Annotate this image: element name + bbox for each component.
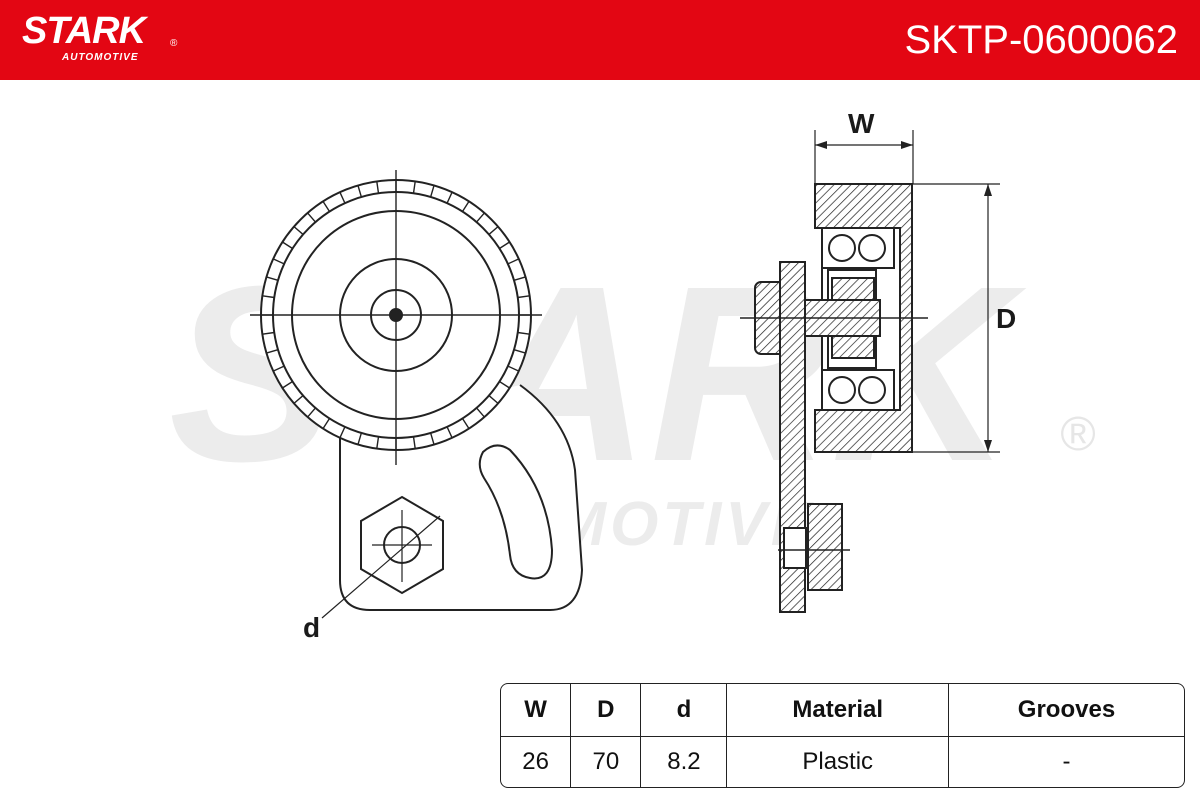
pulley-rib-mark (307, 407, 316, 418)
pulley-rib-mark (322, 201, 331, 212)
pulley-rib-mark (461, 201, 470, 212)
pulley-rib-mark (517, 331, 530, 335)
pulley-rib-mark (446, 426, 453, 439)
specs-table: W D d Material Grooves 26 70 8.2 Plastic… (500, 683, 1185, 788)
header-grooves: Grooves (948, 684, 1184, 737)
header-bar: STARK AUTOMOTIVE ® SKTP-0600062 (0, 0, 1200, 80)
pulley-rib-mark (513, 276, 526, 282)
pulley-rib-mark (429, 432, 435, 445)
pulley-rib-mark (513, 348, 526, 354)
bracket-plate (779, 261, 806, 613)
pulley-rib-mark (272, 258, 285, 265)
adjustment-slot (478, 444, 554, 580)
pulley-rib-mark (376, 181, 380, 194)
pulley-rib-mark (262, 331, 275, 335)
pulley-rib-mark (266, 276, 279, 282)
pulley-rib-mark (339, 426, 346, 439)
pulley-rib-mark (488, 395, 499, 404)
header-material: Material (727, 684, 949, 737)
pulley-rib-mark (429, 185, 435, 198)
pulley-rib-mark (499, 380, 510, 389)
header-d-small: d (641, 684, 728, 737)
technical-drawing (250, 130, 1000, 619)
logo-registered-mark: ® (170, 38, 178, 49)
value-d: 70 (571, 737, 642, 787)
value-d-small: 8.2 (641, 737, 728, 787)
pulley-rib-mark (461, 418, 470, 429)
pulley-rib-mark (282, 380, 293, 389)
stark-logo: STARK AUTOMOTIVE ® (22, 10, 177, 63)
pulley-ribs (261, 180, 531, 450)
pulley-rib-mark (412, 436, 416, 449)
pulley-rib-mark (412, 181, 416, 194)
pulley-rib-mark (266, 348, 279, 354)
watermark-reg: ® (1060, 408, 1095, 461)
specs-value-row: 26 70 8.2 Plastic - (501, 737, 1184, 787)
pulley-rib-mark (322, 418, 331, 429)
pulley-rib-mark (262, 295, 275, 299)
pulley-rib-mark (339, 191, 346, 204)
pulley-rib-mark (446, 191, 453, 204)
pulley-rib-mark (488, 226, 499, 235)
part-number: SKTP-0600062 (904, 18, 1178, 62)
pulley-rib-mark (476, 407, 485, 418)
dimension-label-w: W (848, 108, 875, 139)
pulley-rib-mark (282, 241, 293, 250)
pulley-front-view (250, 170, 584, 619)
pulley-rib-mark (307, 212, 316, 223)
pulley-rib-mark (507, 365, 520, 372)
pulley-rib-mark (357, 185, 363, 198)
value-grooves: - (1062, 748, 1071, 775)
pulley-rib-mark (293, 395, 304, 404)
specs-header-row: W D d Material Grooves (501, 684, 1184, 737)
pulley-rib-mark (272, 365, 285, 372)
pulley-rib-mark (499, 241, 510, 250)
value-w: 26 (501, 737, 572, 787)
pulley-rib-mark (376, 436, 380, 449)
pulley-rib-mark (476, 212, 485, 223)
logo-brand: STARK (22, 10, 146, 52)
pulley-rib-mark (507, 258, 520, 265)
pulley-rib-mark (357, 432, 363, 445)
header-d: D (571, 684, 642, 737)
pulley-section-view (740, 130, 1000, 613)
dimension-label-d-bore: d (303, 612, 321, 643)
pulley-rib-mark (517, 295, 530, 299)
lower-fastener (807, 503, 843, 591)
dimension-label-d-outer: D (996, 303, 1017, 334)
value-material: Plastic (727, 737, 949, 787)
header-w: W (501, 684, 572, 737)
logo-subtitle: AUTOMOTIVE (62, 52, 139, 63)
pulley-rib-mark (293, 226, 304, 235)
